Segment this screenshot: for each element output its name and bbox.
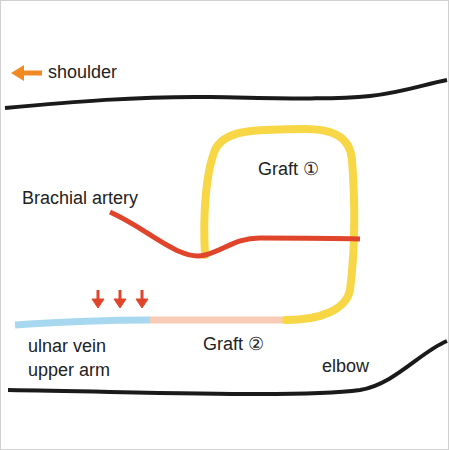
brachial-artery <box>110 212 360 256</box>
region-label: shoulder <box>48 60 117 84</box>
flow-arrows <box>92 290 148 308</box>
graft-2 <box>150 317 286 324</box>
vessel-label: ulnar vein upper arm <box>28 334 128 382</box>
region-label: elbow <box>322 354 369 378</box>
vessel-label: Brachial artery <box>22 186 138 210</box>
skin-line-upper <box>5 80 447 108</box>
graft-label: Graft ① <box>258 157 319 181</box>
direction-arrowhead <box>11 65 24 81</box>
ulnar-vein <box>15 320 150 325</box>
graft-label: Graft ② <box>203 332 264 356</box>
direction-arrow <box>22 71 42 76</box>
graft-1 <box>204 129 354 320</box>
